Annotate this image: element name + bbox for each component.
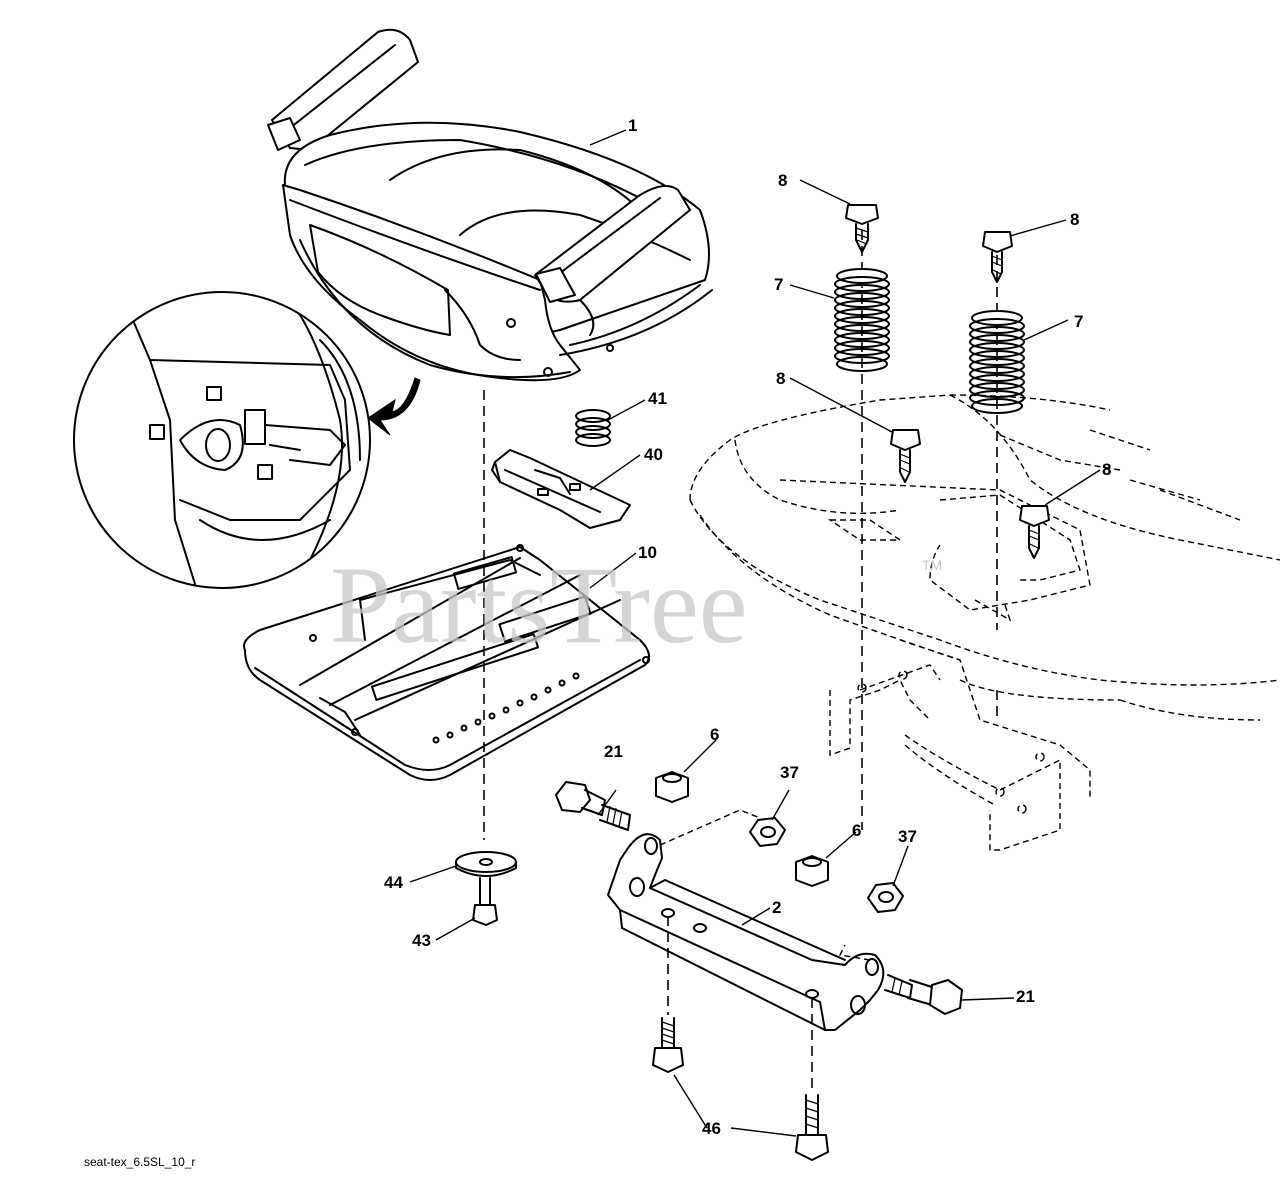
shoulder-bolt-21-left — [555, 781, 631, 831]
screw-43 — [472, 877, 498, 926]
slide-plate — [491, 449, 631, 529]
callout-8-bolt: 8 — [1070, 210, 1079, 229]
spring-7-right — [969, 310, 1025, 414]
watermark-trademark: TM — [922, 557, 942, 573]
callout-8-bolt: 8 — [1102, 460, 1111, 479]
fender-frame — [689, 394, 1280, 851]
small-spring — [575, 409, 611, 447]
bolt-8-mid-left — [890, 429, 921, 483]
callout-37-locknut: 37 — [780, 763, 799, 782]
detail-view-seat-switch — [73, 291, 371, 589]
callout-6-nut: 6 — [852, 821, 861, 840]
callout-6-nut: 6 — [710, 725, 719, 744]
adjustment-slots — [432, 672, 580, 744]
leader-lines — [409, 129, 1101, 1137]
callout-8-bolt: 8 — [778, 171, 787, 190]
locknut-37-left — [749, 817, 786, 847]
locknut-37-right — [867, 882, 904, 913]
callout-8-bolt: 8 — [776, 369, 785, 388]
callout-46-flange-bolts: 46 — [702, 1119, 721, 1138]
callout-2-bracket: 2 — [772, 898, 781, 917]
flange-bolt-46-left — [652, 1017, 684, 1073]
bracket — [607, 809, 885, 1031]
callout-21-shoulder-bolt: 21 — [1016, 987, 1035, 1006]
bolt-8-top-right — [982, 231, 1013, 283]
callout-1-seat: 1 — [628, 116, 637, 135]
bolt-8-top-left — [845, 204, 879, 253]
drawing-code: seat-tex_6.5SL_10_r — [84, 1155, 195, 1169]
callout-21-shoulder-bolt: 21 — [604, 742, 623, 761]
callout-41-small-spring: 41 — [648, 389, 667, 408]
nut-6-left — [655, 771, 689, 803]
spring-7-left — [834, 268, 890, 372]
partstree-watermark: PartsTree — [330, 544, 748, 666]
washer — [455, 851, 517, 877]
callout-40-slide-plate: 40 — [644, 445, 663, 464]
detail-pointer-arrow — [367, 377, 421, 436]
callout-37-locknut: 37 — [898, 827, 917, 846]
callout-44-washer: 44 — [384, 873, 403, 892]
callout-43-screw: 43 — [412, 931, 431, 950]
callout-7-spring: 7 — [1074, 312, 1083, 331]
bolt-8-mid-right — [1019, 505, 1050, 559]
callout-10-seat-pan: 10 — [638, 543, 657, 562]
nut-6-right — [795, 855, 829, 887]
shoulder-bolt-21-right — [884, 974, 963, 1015]
callout-7-spring: 7 — [774, 275, 783, 294]
flange-bolt-46-right — [795, 1094, 829, 1161]
seat — [267, 28, 713, 382]
seat-pan — [243, 544, 650, 781]
